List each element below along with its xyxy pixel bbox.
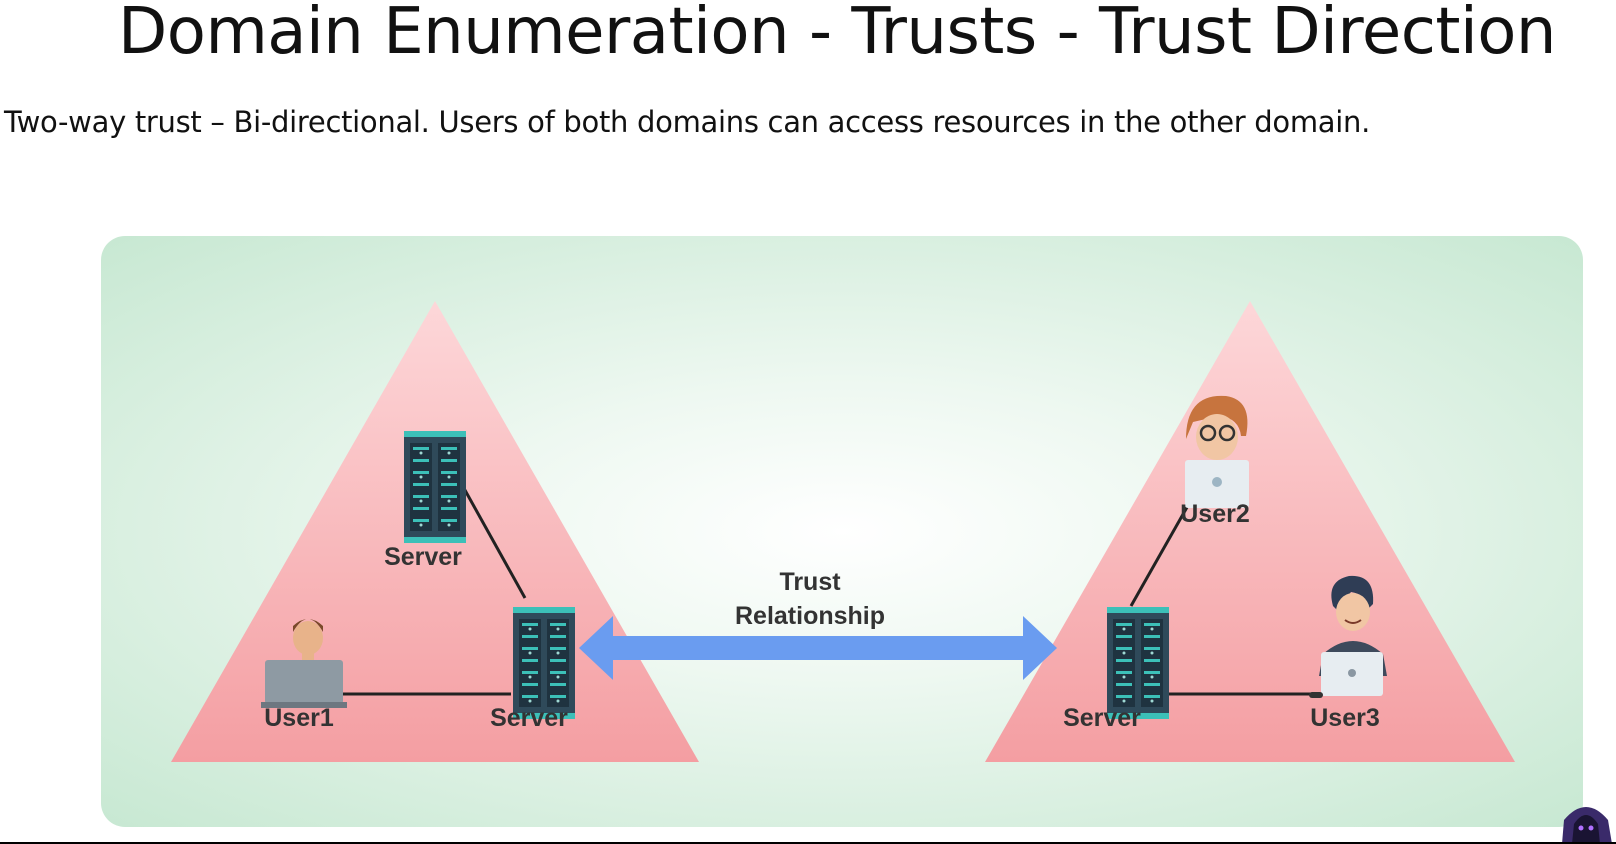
trust-label-line1: Trust (779, 568, 841, 596)
trust-label-line2: Relationship (735, 602, 885, 630)
user3-label: User3 (1310, 704, 1380, 732)
slide-subtitle: Two-way trust – Bi-directional. Users of… (4, 105, 1371, 139)
trust-diagram-svg: Server Server User1 Server User2 User3 T… (171, 301, 1515, 762)
server-icon (404, 431, 466, 543)
server-icon (1107, 607, 1169, 719)
page-title: Domain Enumeration - Trusts - Trust Dire… (118, 0, 1556, 69)
trust-arrow (579, 616, 1057, 680)
user2-icon (1185, 395, 1249, 508)
left-bottom-server-label: Server (490, 704, 568, 732)
left-server-link (459, 482, 527, 599)
user1-icon (261, 619, 347, 708)
user2-label: User2 (1180, 500, 1250, 528)
user1-label: User1 (264, 704, 334, 732)
trust-diagram: Server Server User1 Server User2 User3 T… (101, 236, 1583, 827)
server-icon (513, 607, 575, 719)
hooded-figure-logo (1562, 807, 1612, 842)
right-server-label: Server (1063, 704, 1141, 732)
left-top-server-label: Server (384, 543, 462, 571)
user3-icon (1309, 575, 1387, 698)
